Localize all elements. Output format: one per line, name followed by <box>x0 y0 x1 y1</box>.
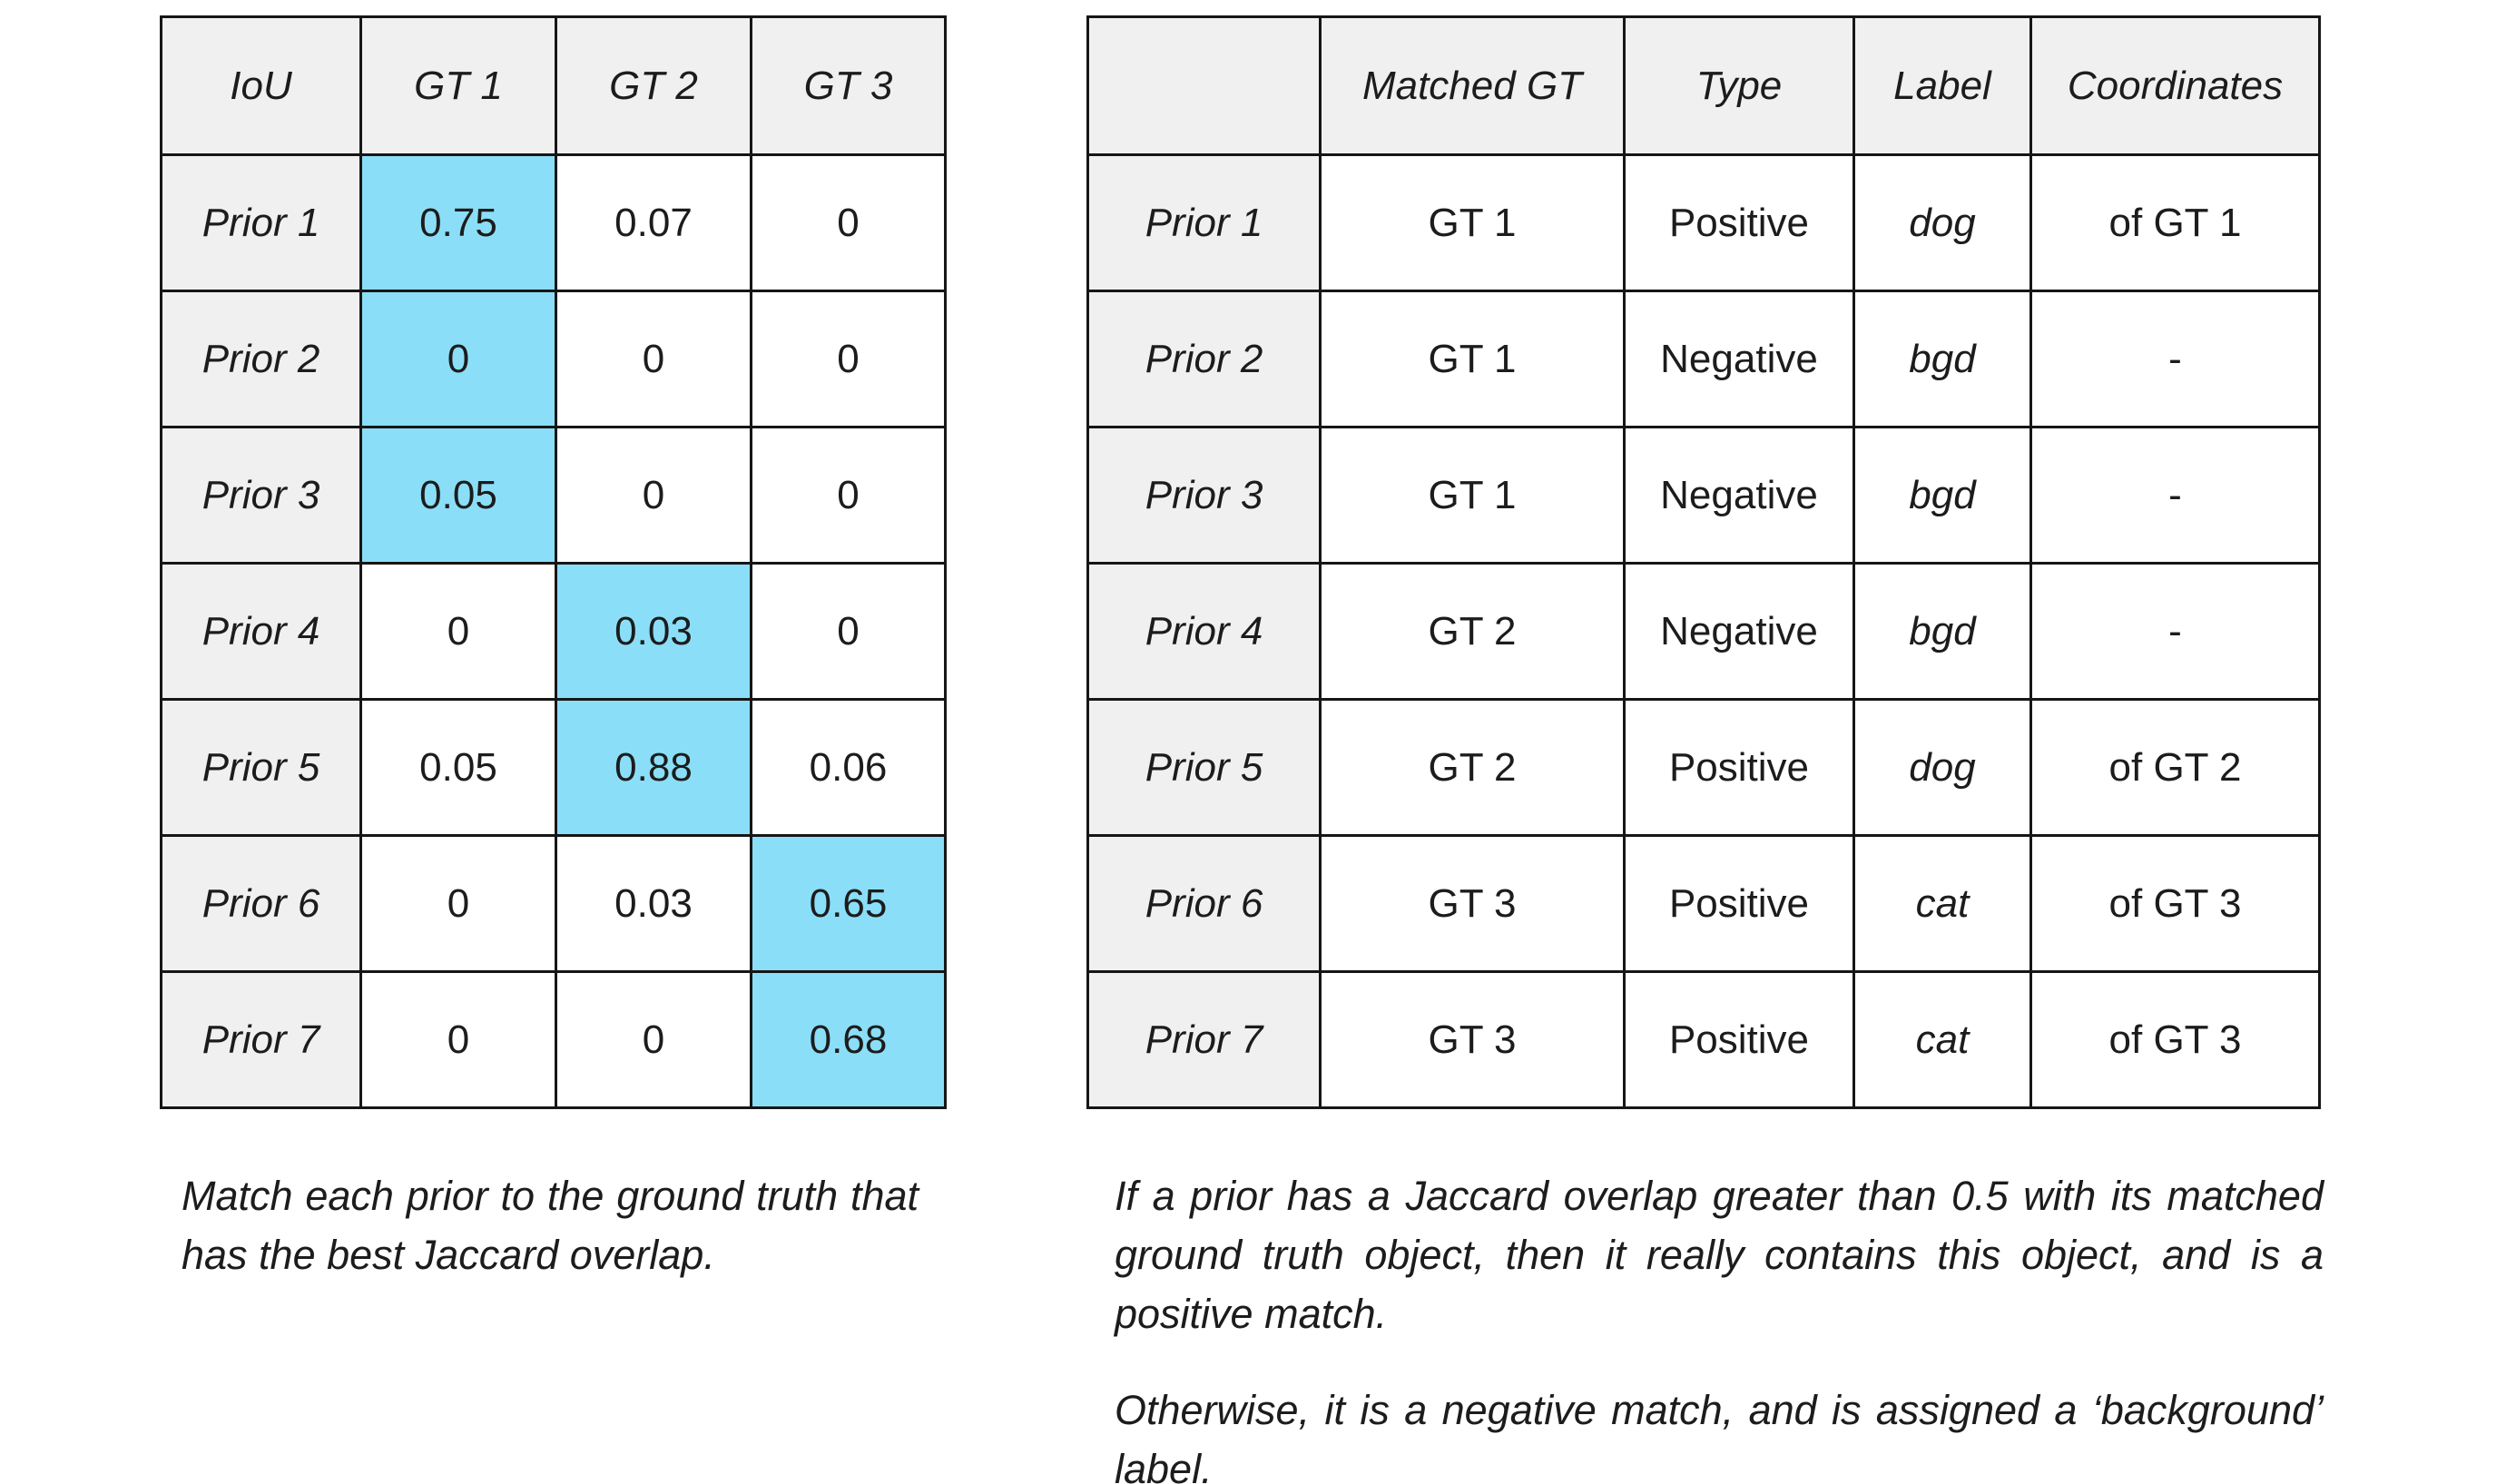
class-label-cell: cat <box>1852 970 2032 1109</box>
matched-gt-cell: GT 1 <box>1319 290 1626 428</box>
type-cell: Positive <box>1623 834 1855 973</box>
class-label-cell: bgd <box>1852 426 2032 565</box>
left-caption-text: Match each prior to the ground truth tha… <box>182 1173 919 1278</box>
iou-value-cell: 0 <box>359 834 557 973</box>
type-header-cell: Type <box>1623 15 1855 156</box>
class-label-cell: bgd <box>1852 290 2032 428</box>
iou-value-cell: 0.88 <box>555 698 752 837</box>
prior-label-cell: Prior 7 <box>1086 970 1322 1109</box>
iou-value-cell: 0.68 <box>750 970 947 1109</box>
matched-gt-header-cell: Matched GT <box>1319 15 1626 156</box>
type-cell: Negative <box>1623 562 1855 701</box>
type-cell: Positive <box>1623 153 1855 292</box>
right-caption: If a prior has a Jaccard overlap greater… <box>1115 1167 2324 1484</box>
coordinates-cell: - <box>2029 426 2321 565</box>
iou-value-cell: 0 <box>555 290 752 428</box>
type-cell: Positive <box>1623 698 1855 837</box>
coordinates-header-cell: Coordinates <box>2029 15 2321 156</box>
right-caption-paragraph-2: Otherwise, it is a negative match, and i… <box>1115 1387 2324 1484</box>
matched-gt-cell: GT 3 <box>1319 970 1626 1109</box>
iou-value-cell: 0 <box>750 153 947 292</box>
type-cell: Negative <box>1623 426 1855 565</box>
left-caption: Match each prior to the ground truth tha… <box>182 1167 919 1285</box>
iou-value-cell: 0 <box>750 426 947 565</box>
corner-header-cell <box>1086 15 1322 156</box>
coordinates-cell: - <box>2029 290 2321 428</box>
prior-label-cell: Prior 3 <box>1086 426 1322 565</box>
iou-value-cell: 0 <box>359 970 557 1109</box>
prior-label-cell: Prior 7 <box>160 970 362 1109</box>
iou-value-cell: 0 <box>555 970 752 1109</box>
iou-value-cell: 0 <box>750 290 947 428</box>
iou-header-cell: IoU <box>160 15 362 156</box>
class-label-cell: cat <box>1852 834 2032 973</box>
coordinates-cell: of GT 1 <box>2029 153 2321 292</box>
gt3-header-cell: GT 3 <box>750 15 947 156</box>
coordinates-cell: of GT 3 <box>2029 970 2321 1109</box>
type-cell: Negative <box>1623 290 1855 428</box>
gt1-header-cell: GT 1 <box>359 15 557 156</box>
prior-label-cell: Prior 4 <box>1086 562 1322 701</box>
prior-label-cell: Prior 6 <box>160 834 362 973</box>
coordinates-cell: - <box>2029 562 2321 701</box>
coordinates-cell: of GT 2 <box>2029 698 2321 837</box>
iou-value-cell: 0.07 <box>555 153 752 292</box>
iou-value-cell: 0.03 <box>555 834 752 973</box>
matched-gt-cell: GT 1 <box>1319 153 1626 292</box>
matched-gt-cell: GT 3 <box>1319 834 1626 973</box>
prior-label-cell: Prior 1 <box>160 153 362 292</box>
matched-gt-cell: GT 2 <box>1319 698 1626 837</box>
prior-label-cell: Prior 5 <box>1086 698 1322 837</box>
iou-value-cell: 0 <box>750 562 947 701</box>
prior-label-cell: Prior 4 <box>160 562 362 701</box>
class-label-cell: bgd <box>1852 562 2032 701</box>
iou-value-cell: 0.05 <box>359 426 557 565</box>
type-cell: Positive <box>1623 970 1855 1109</box>
prior-label-cell: Prior 1 <box>1086 153 1322 292</box>
prior-label-cell: Prior 5 <box>160 698 362 837</box>
iou-value-cell: 0.05 <box>359 698 557 837</box>
class-label-cell: dog <box>1852 153 2032 292</box>
iou-value-cell: 0.75 <box>359 153 557 292</box>
class-label-cell: dog <box>1852 698 2032 837</box>
iou-value-cell: 0.65 <box>750 834 947 973</box>
iou-value-cell: 0.06 <box>750 698 947 837</box>
iou-value-cell: 0 <box>359 290 557 428</box>
prior-label-cell: Prior 3 <box>160 426 362 565</box>
prior-label-cell: Prior 6 <box>1086 834 1322 973</box>
prior-label-cell: Prior 2 <box>1086 290 1322 428</box>
iou-value-cell: 0 <box>359 562 557 701</box>
right-caption-paragraph-1: If a prior has a Jaccard overlap greater… <box>1115 1173 2324 1337</box>
matched-gt-cell: GT 1 <box>1319 426 1626 565</box>
iou-value-cell: 0.03 <box>555 562 752 701</box>
label-header-cell: Label <box>1852 15 2032 156</box>
gt2-header-cell: GT 2 <box>555 15 752 156</box>
iou-value-cell: 0 <box>555 426 752 565</box>
coordinates-cell: of GT 3 <box>2029 834 2321 973</box>
matched-gt-cell: GT 2 <box>1319 562 1626 701</box>
prior-label-cell: Prior 2 <box>160 290 362 428</box>
